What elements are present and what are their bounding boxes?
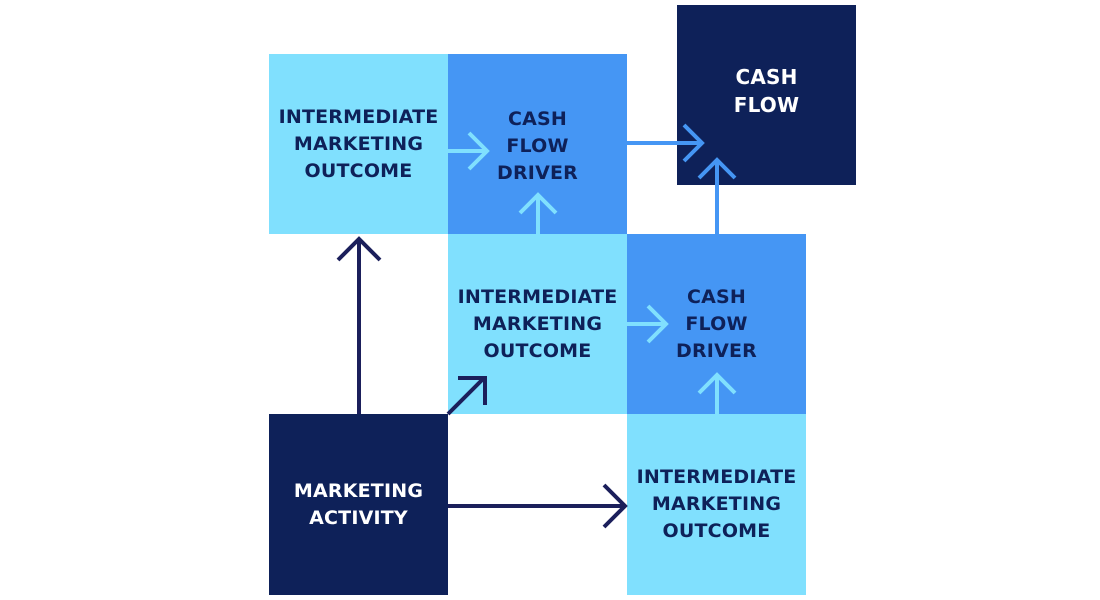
arrow-activity-to-outcome-1 xyxy=(336,236,382,414)
cash-flow-driver-box-1: CASH FLOW DRIVER xyxy=(448,54,627,234)
intermediate-outcome-label-2: INTERMEDIATE MARKETING OUTCOME xyxy=(457,285,618,362)
cash-flow-driver-label-2: CASH FLOW DRIVER xyxy=(676,285,757,362)
cash-flow-box: CASH FLOW xyxy=(677,5,856,185)
intermediate-outcome-box-2: INTERMEDIATE MARKETING OUTCOME xyxy=(448,234,627,414)
intermediate-outcome-box-1: INTERMEDIATE MARKETING OUTCOME xyxy=(269,54,448,234)
intermediate-outcome-label-1: INTERMEDIATE MARKETING OUTCOME xyxy=(278,105,439,182)
arrow-activity-to-outcome-3 xyxy=(448,483,628,529)
intermediate-outcome-label-3: INTERMEDIATE MARKETING OUTCOME xyxy=(636,466,797,542)
marketing-activity-label: MARKETING ACTIVITY xyxy=(293,479,424,529)
cash-flow-driver-label-1: CASH FLOW DRIVER xyxy=(497,107,578,184)
arrow-head xyxy=(336,236,382,262)
intermediate-outcome-box-3: INTERMEDIATE MARKETING OUTCOME xyxy=(627,414,806,595)
cash-flow-driver-box-2: CASH FLOW DRIVER xyxy=(627,234,806,414)
marketing-activity-box: MARKETING ACTIVITY xyxy=(269,414,448,595)
arrow-head xyxy=(602,483,628,529)
cash-flow-label: CASH FLOW xyxy=(733,65,800,117)
